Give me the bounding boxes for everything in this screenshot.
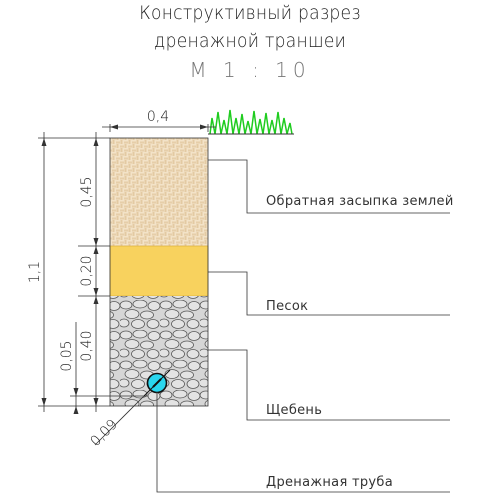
label-sand: Песок (266, 299, 308, 314)
scale-label: М 1 : 10 (189, 58, 311, 82)
total-height-dimension: 1,1 (27, 261, 43, 283)
gravel-thickness: 0,40 (79, 330, 95, 361)
grass-icon (209, 109, 293, 135)
backfill-thickness: 0,45 (79, 176, 95, 207)
title-line-2: дренажной траншеи (153, 30, 347, 52)
title-line-1: Конструктивный разрез (139, 2, 361, 24)
label-gravel: Щебень (266, 403, 322, 418)
pipe-offset-dimension: 0,05 (59, 340, 75, 371)
sand-thickness: 0,20 (79, 255, 95, 286)
backfill-layer (110, 138, 208, 246)
width-dimension: 0,4 (147, 109, 169, 125)
label-backfill: Обратная засыпка землей (266, 194, 454, 209)
sand-layer (109, 245, 209, 297)
pipe-diameter-dimension: 0,09 (87, 416, 120, 449)
label-pipe: Дренажная труба (266, 475, 393, 490)
